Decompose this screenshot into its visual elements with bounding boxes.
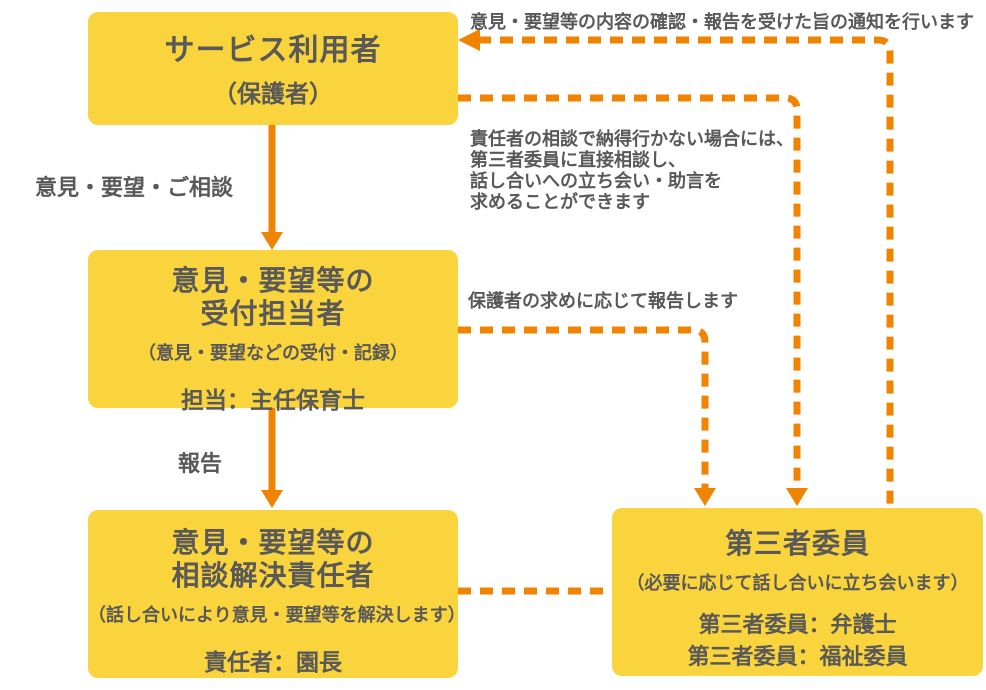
arrowhead-down-icon <box>786 488 808 506</box>
label-direct-consult-line1: 責任者の相談で納得行かない場合には、 <box>470 129 794 149</box>
box-third-party-note: （必要に応じて話し合いに立ち会います） <box>626 573 969 594</box>
box-resolver-staff: 責任者：園長 <box>204 649 342 676</box>
box-third-party: 第三者委員 （必要に応じて話し合いに立ち会います） 第三者委員：弁護士 第三者委… <box>612 508 983 676</box>
label-report-request: 保護者の求めに応じて報告します <box>468 291 738 311</box>
box-reception-note: （意見・要望などの受付・記録） <box>138 343 408 364</box>
label-consult: 意見・要望・ご相談 <box>35 175 234 200</box>
box-third-party-title: 第三者委員 <box>724 528 870 559</box>
label-direct-consult-line3: 話し合いへの立ち会い・助言を <box>470 171 722 191</box>
box-third-party-members: 第三者委員：弁護士 第三者委員：福祉委員 <box>687 609 907 673</box>
box-reception-staff: 担当：主任保育士 <box>181 387 365 414</box>
arrowhead-down-icon <box>261 232 283 250</box>
box-resolver: 意見・要望等の 相談解決責任者 （話し合いにより意見・要望等を解決します） 責任… <box>88 510 466 678</box>
box-resolver-title-line1: 意見・要望等の <box>171 527 375 558</box>
arrowhead-down-icon <box>694 488 716 506</box>
label-direct-consult: 責任者の相談で納得行かない場合には、 第三者委員に直接相談し、 話し合いへの立ち… <box>470 129 794 213</box>
box-reception: 意見・要望等の 受付担当者 （意見・要望などの受付・記録） 担当：主任保育士 <box>88 250 458 413</box>
label-report: 報告 <box>178 451 223 476</box>
dashed-report-request-line <box>458 326 709 488</box>
label-direct-consult-line2: 第三者委員に直接相談し、 <box>470 150 686 170</box>
box-third-party-member2: 第三者委員：福祉委員 <box>687 644 908 670</box>
box-reception-title-line1: 意見・要望等の <box>171 265 375 296</box>
box-service-user-title: サービス利用者 <box>164 34 382 67</box>
box-resolver-note: （話し合いにより意見・要望等を解決します） <box>88 605 466 626</box>
box-resolver-title: 意見・要望等の 相談解決責任者 <box>171 526 374 592</box>
dashed-notice-line <box>478 36 894 505</box>
box-service-user: サービス利用者 （保護者） <box>88 12 458 125</box>
box-service-user-subtitle: （保護者） <box>213 80 333 108</box>
box-reception-title: 意見・要望等の 受付担当者 <box>171 264 374 330</box>
box-resolver-title-line2: 相談解決責任者 <box>171 560 375 592</box>
label-direct-consult-line4: 求めることができます <box>470 192 650 212</box>
box-reception-title-line2: 受付担当者 <box>200 298 346 330</box>
box-third-party-member1: 第三者委員：弁護士 <box>698 612 897 638</box>
label-notice: 意見・要望等の内容の確認・報告を受けた旨の通知を行います <box>470 12 974 32</box>
arrowhead-down-icon <box>261 490 283 508</box>
